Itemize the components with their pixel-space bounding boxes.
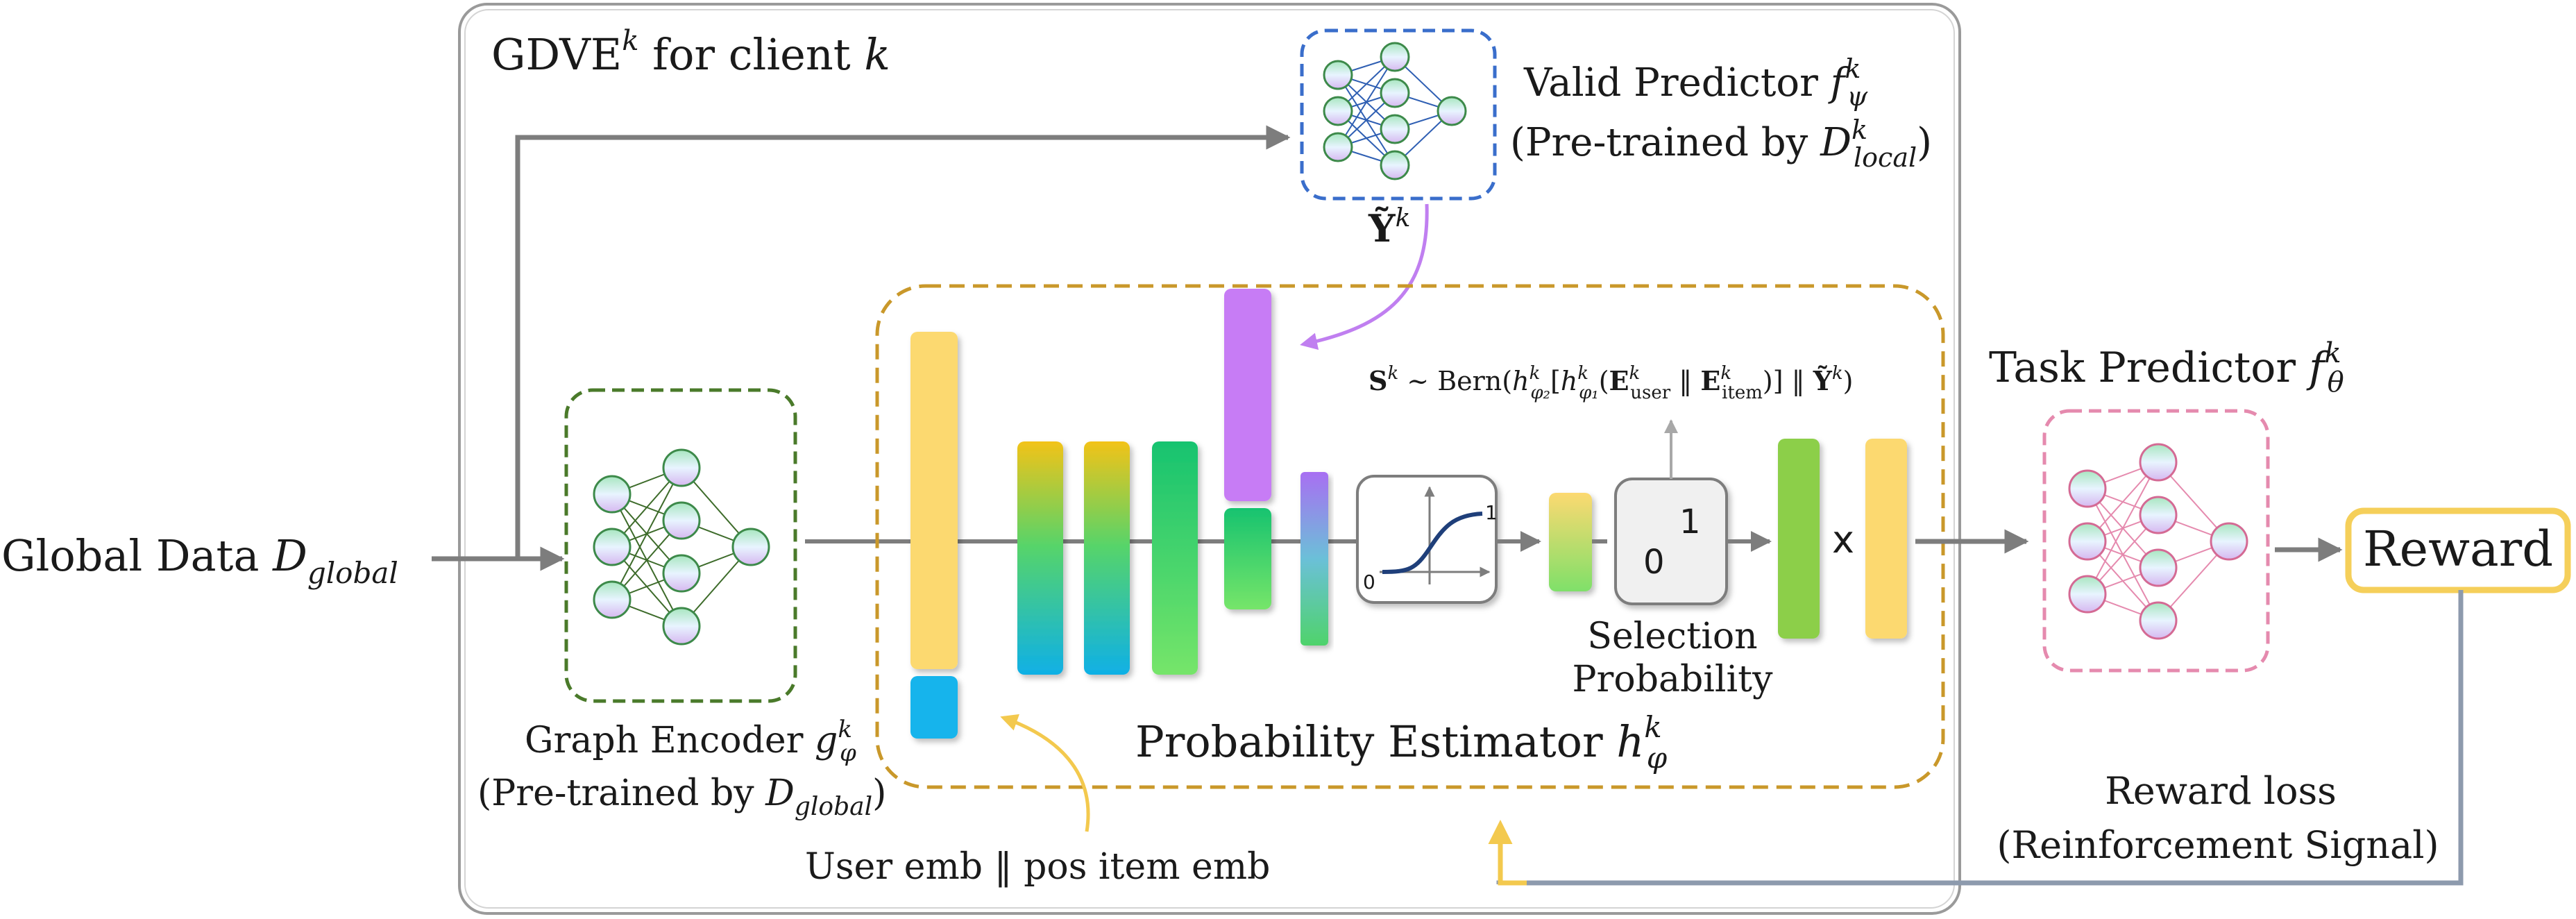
- global-data-label: Global Data Dglobal: [1, 530, 398, 590]
- task-predictor: [2042, 409, 2270, 673]
- user-item-embedding-bar: [910, 332, 958, 669]
- reinforcement-signal-label: (Reinforcement Signal): [1997, 823, 2439, 867]
- sigmoid-box: 1 0: [1356, 475, 1498, 604]
- selection-mask-bar: [1778, 439, 1820, 639]
- task-predictor-network-icon: [2068, 443, 2248, 640]
- network-node: [731, 528, 770, 566]
- network-node: [2139, 601, 2178, 640]
- position-embedding-bar: [910, 676, 958, 739]
- network-node: [2139, 443, 2178, 482]
- valid-predictor-input-arrow: [515, 125, 1291, 559]
- reinforcement-feedback-arrow: [1488, 820, 1527, 886]
- network-edge: [2087, 462, 2159, 595]
- valid-predictor-network-icon: [1323, 42, 1467, 180]
- reward-loss-label: Reward loss: [2105, 769, 2337, 813]
- probability-bar: [1549, 493, 1592, 591]
- network-node: [1437, 96, 1467, 126]
- network-node: [2068, 469, 2107, 508]
- graph-encoder-pretrained-label: (Pre-trained by Dglobal): [477, 773, 886, 821]
- selection-box: 1 0: [1614, 478, 1728, 605]
- user-emb-label: User emb ‖ pos item emb: [805, 846, 1270, 888]
- selection-zero-label: 0: [1643, 543, 1665, 582]
- network-node: [2139, 548, 2178, 587]
- network-node: [662, 501, 701, 540]
- selection-probability-label-2: Probability: [1573, 659, 1774, 700]
- network-node: [662, 554, 701, 593]
- y-tilde-label: Ỹk: [1368, 204, 1410, 251]
- valid-predictor: [1300, 28, 1497, 201]
- reward-box: [2345, 507, 2571, 593]
- y-tilde-bar: [1224, 289, 1271, 501]
- network-node: [2139, 496, 2178, 534]
- network-node: [593, 580, 632, 619]
- embedding-bars: [910, 289, 1328, 739]
- selection-one-label: 1: [1679, 503, 1701, 541]
- network-node: [1323, 60, 1353, 90]
- hidden-bar-4: [1224, 508, 1271, 609]
- hidden-bar-2: [1084, 441, 1130, 675]
- selection-probability-label: Selection: [1587, 616, 1757, 657]
- y-tilde-arrow: [1300, 203, 1429, 351]
- masked-embedding-bar: [1865, 439, 1907, 639]
- concat-bar: [1300, 472, 1328, 646]
- graph-encoder-network-icon: [593, 448, 770, 646]
- network-node: [1323, 132, 1353, 162]
- sigmoid-one-label: 1: [1485, 501, 1498, 524]
- network-node: [2068, 575, 2107, 614]
- gdve-title: GDVEk for client k: [491, 25, 890, 80]
- gdve-frame: [458, 3, 1961, 915]
- hidden-bar-3: [1152, 441, 1198, 675]
- sigmoid-zero-label: 0: [1363, 571, 1375, 593]
- network-edge: [611, 467, 682, 600]
- hidden-bar-1: [1017, 441, 1063, 675]
- network-node: [593, 475, 632, 514]
- reward-label: Reward: [2363, 521, 2553, 577]
- user-emb-arrow: [1000, 714, 1090, 832]
- sigmoid-curve-icon: [1382, 512, 1483, 574]
- network-node: [662, 448, 701, 487]
- multiply-sign: x: [1832, 518, 1854, 562]
- network-node: [2210, 522, 2248, 561]
- network-node: [1380, 78, 1410, 108]
- probability-estimator-frame: [875, 284, 1945, 789]
- network-node: [2068, 522, 2107, 561]
- graph-encoder: [564, 388, 797, 703]
- network-node: [1380, 114, 1410, 144]
- network-node: [1380, 150, 1410, 180]
- network-node: [1323, 96, 1353, 126]
- network-edge: [1337, 56, 1396, 148]
- network-node: [593, 528, 632, 566]
- network-node: [1380, 42, 1410, 72]
- network-node: [662, 607, 701, 646]
